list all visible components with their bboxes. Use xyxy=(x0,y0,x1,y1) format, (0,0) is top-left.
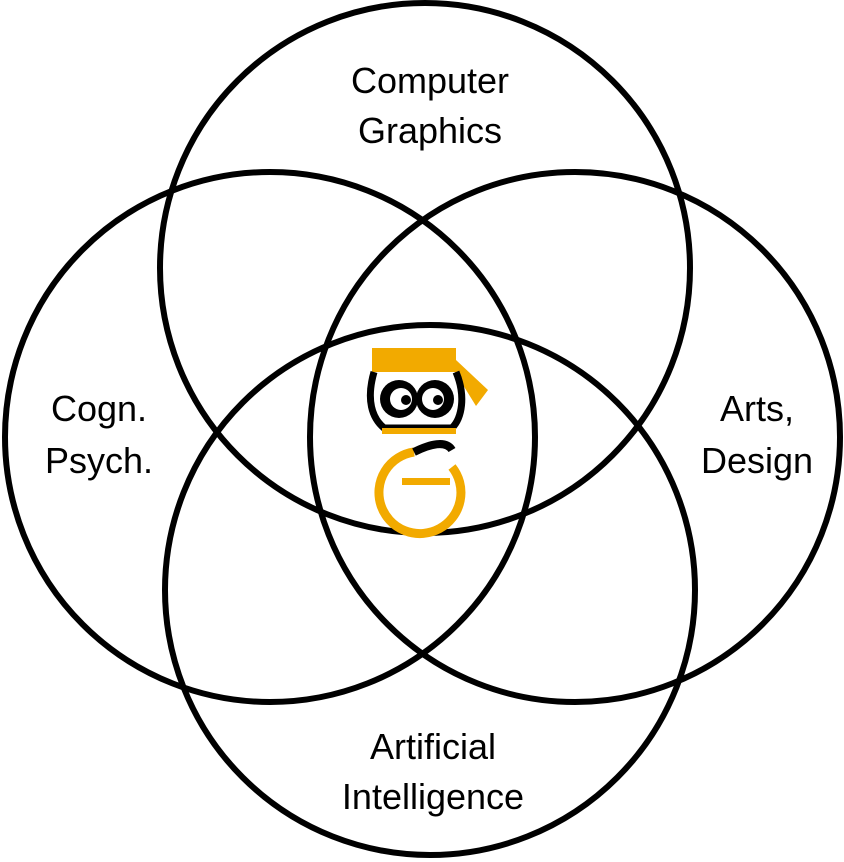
label-line: Cogn. xyxy=(51,388,147,429)
owl-pupil-left xyxy=(401,395,411,405)
label-computer-graphics: Computer Graphics xyxy=(351,60,509,151)
label-line: Intelligence xyxy=(342,776,524,817)
label-line: Computer xyxy=(351,60,509,101)
owl-pupil-right xyxy=(433,395,443,405)
label-line: Design xyxy=(701,440,813,481)
label-cognitive-psychology: Cogn. Psych. xyxy=(45,388,153,481)
circle-artificial-intelligence xyxy=(162,322,698,858)
circle-arts-design xyxy=(307,169,843,705)
label-line: Arts, xyxy=(720,388,794,429)
label-artificial-intelligence: Artificial Intelligence xyxy=(342,726,524,817)
bandana-shape xyxy=(372,348,456,372)
circle-cognitive-psychology xyxy=(2,169,538,705)
label-line: Psych. xyxy=(45,440,153,481)
label-line: Artificial xyxy=(370,726,496,767)
label-arts-design: Arts, Design xyxy=(701,388,813,481)
g-crossbar xyxy=(402,478,450,485)
owl-mascot-logo xyxy=(366,348,488,539)
g-letter-icon xyxy=(374,447,466,539)
label-line: Graphics xyxy=(358,110,502,151)
owl-neck-outline xyxy=(412,440,456,456)
owl-bar xyxy=(382,428,456,434)
bandana-tail-shape xyxy=(455,360,488,406)
